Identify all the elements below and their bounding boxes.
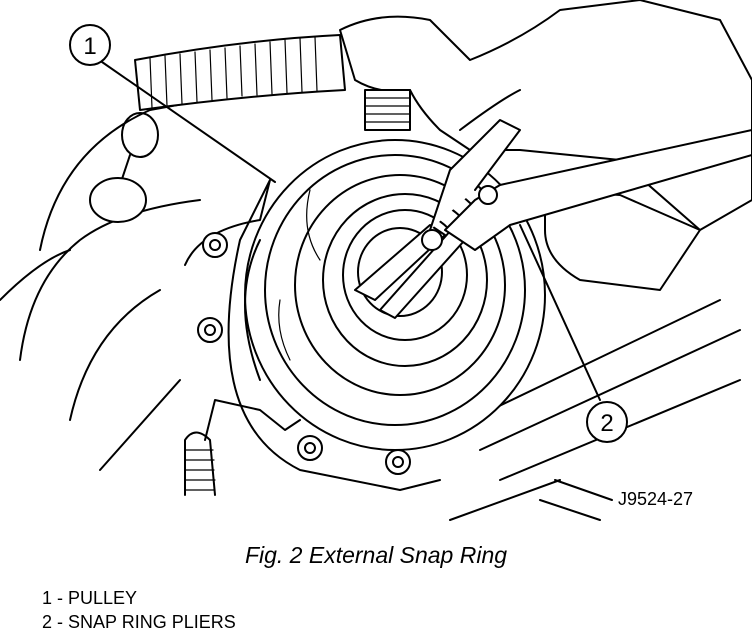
callout-1-number: 1 — [83, 33, 96, 60]
legend: 1 - PULLEY 2 - SNAP RING PLIERS — [42, 586, 236, 634]
legend-item-pulley: 1 - PULLEY — [42, 588, 138, 608]
callout-2-number: 2 — [600, 410, 613, 437]
legend-item-snap-ring-pliers: 2 - SNAP RING PLIERS — [42, 612, 236, 632]
pulley-snap-ring-illustration: 1 2 J9524-27 — [0, 0, 752, 521]
callout-2-circle — [586, 401, 628, 443]
figure-code: J9524-27 — [618, 489, 693, 509]
figure-caption: Fig. 2 External Snap Ring — [244, 542, 508, 568]
callout-1-circle — [69, 24, 111, 66]
